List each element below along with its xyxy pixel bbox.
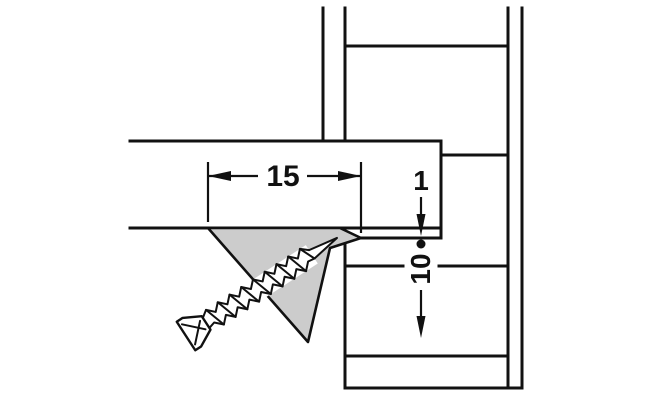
- screw-thread-bottom: [208, 257, 316, 329]
- screw: [175, 236, 338, 352]
- cabinet-panel: [321, 6, 524, 390]
- dimension-width: 15: [206, 160, 363, 233]
- screw-head: [175, 315, 212, 352]
- arrow-left-icon: [208, 171, 231, 181]
- dim-width-label: 15: [266, 160, 299, 193]
- arrow-right-icon: [338, 171, 361, 181]
- screw-tip: [308, 236, 338, 260]
- reference-dot: [416, 239, 426, 249]
- dim-offset-label: 1: [413, 165, 429, 196]
- screw-thread-helix: [205, 247, 316, 326]
- arrow-down-icon: [416, 316, 426, 338]
- dimension-depth: 10: [405, 253, 436, 338]
- arrow-down-icon: [416, 214, 426, 236]
- screw-drive-cross: [180, 319, 207, 346]
- dim-depth-label: 10: [405, 253, 436, 284]
- dimension-offset: 1: [413, 165, 429, 249]
